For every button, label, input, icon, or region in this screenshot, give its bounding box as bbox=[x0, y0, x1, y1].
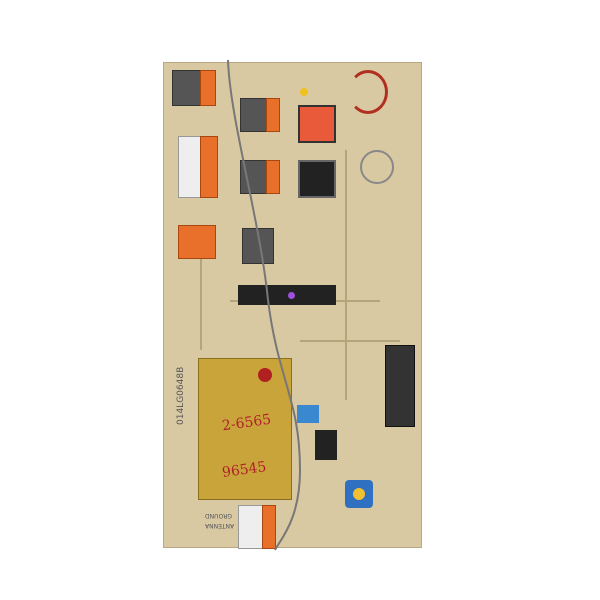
red-push-button bbox=[298, 105, 336, 143]
terminal-block bbox=[266, 160, 280, 194]
antenna-terminal-block bbox=[262, 505, 276, 549]
coil-antenna bbox=[348, 70, 388, 114]
chip-marker bbox=[288, 292, 295, 299]
terminal-block bbox=[200, 70, 216, 106]
capacitor bbox=[297, 405, 319, 423]
trace bbox=[300, 340, 400, 342]
pin-header bbox=[385, 345, 415, 427]
terminal-block bbox=[200, 136, 218, 198]
black-push-button bbox=[298, 160, 336, 198]
radio-module bbox=[198, 358, 292, 500]
potentiometer bbox=[360, 150, 394, 184]
led bbox=[300, 88, 308, 96]
terminal-block bbox=[266, 98, 280, 132]
trimmer-knob bbox=[353, 488, 365, 500]
microcontroller-chip bbox=[238, 285, 336, 305]
regulator bbox=[315, 430, 337, 460]
antenna-terminal-block bbox=[238, 505, 264, 549]
terminal-block bbox=[178, 225, 216, 259]
terminal-block bbox=[240, 98, 268, 132]
trace bbox=[345, 150, 347, 400]
trace bbox=[200, 240, 202, 350]
module-component bbox=[258, 368, 272, 382]
terminal-block bbox=[172, 70, 202, 106]
